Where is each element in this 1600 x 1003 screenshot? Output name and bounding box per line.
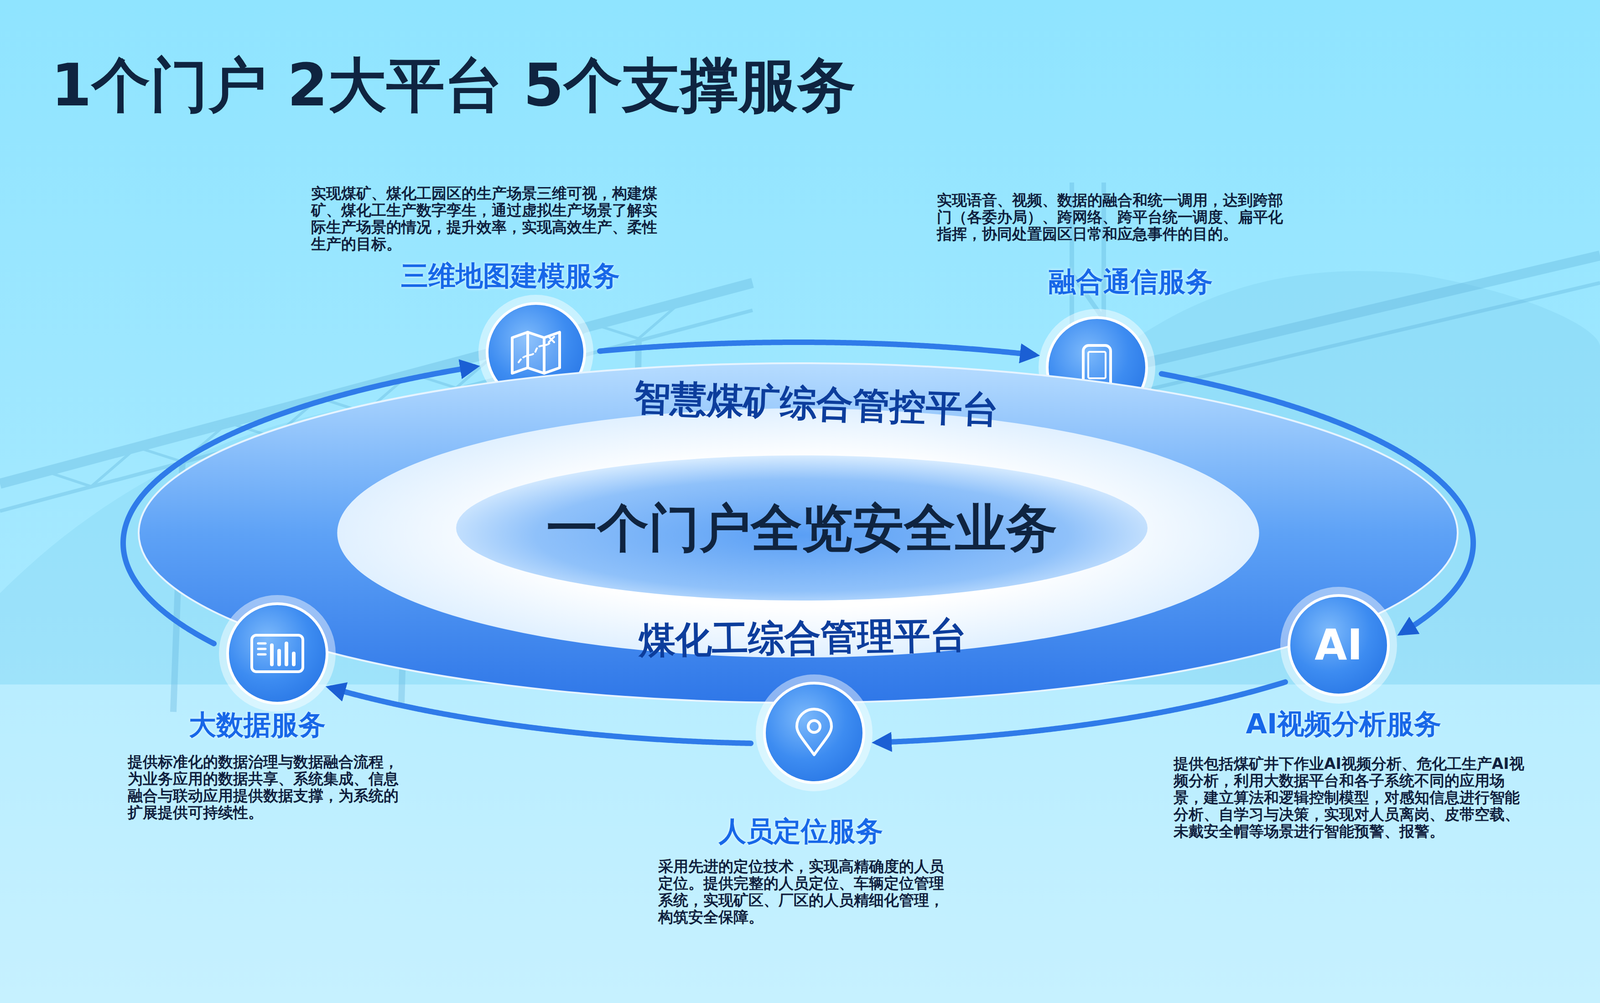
service-node: AIAI视频分析服务提供包括煤矿井下作业AI视频分析、危化工生产AI视频分析，利… [1287,593,1390,697]
outer-ellipse [138,363,1458,703]
map-fold [527,332,545,374]
chart-bars [271,643,294,665]
service-description: 采用先进的定位技术，实现高精确度的人员定位。提供完整的人员定位、车辆定位管理系统… [658,857,948,925]
service-title: 大数据服务 [188,707,326,741]
map-outline [512,332,560,374]
service-title: 三维地图建模服务 [400,259,620,292]
circle-glow [755,674,873,791]
service-description: 提供标准化的数据治理与数据融合流程，为业务应用的数据共享、系统集成、信息融合与联… [127,753,403,821]
portal-ellipse: 一个门户全览安全业务 [455,454,1149,602]
inner-ellipse [456,455,1148,601]
platform-title: 煤化工综合管理平台 [638,612,968,663]
service-title: 人员定位服务 [718,814,884,847]
chart-frame [251,634,303,672]
service-node: 大数据服务提供标准化的数据治理与数据融合流程，为业务应用的数据共享、系统集成、信… [226,602,329,705]
service-title: 融合通信服务 [1048,264,1213,298]
portal-title: 一个门户全览安全业务 [546,498,1058,558]
map-route [518,342,551,363]
service-icon [512,332,560,374]
service-title: AI视频分析服务 [1246,706,1442,740]
service-description: 实现煤矿、煤化工园区的生产场景三维可视，构建煤矿、煤化工生产数字孪生，通过虚拟生… [311,184,663,253]
circle-glow [218,594,336,712]
pin-outline [796,708,832,755]
conveyor-structure [0,182,1600,712]
service-circle [227,603,328,703]
icon-text: AI [1314,622,1363,668]
diagram-title: 1个门户 2大平台 5个支撑服务 [51,51,856,120]
service-icon [796,708,832,755]
service-node: 人员定位服务采用先进的定位技术，实现高精确度的人员定位。提供完整的人员定位、车辆… [763,681,866,784]
pin-dot [808,720,821,733]
flow-arrow [599,342,1034,355]
phone-screen [1088,351,1106,379]
service-circle [764,682,864,783]
service-description: 提供包括煤矿井下作业AI视频分析、危化工生产AI视频分析，利用大数据平台和各子系… [1173,754,1525,840]
map-mark [548,336,555,343]
service-circle [1288,595,1389,695]
service-icon [251,634,303,672]
circle-glow [1280,586,1398,704]
chart-lines [258,643,266,655]
service-node-shape [226,602,329,705]
service-description: 实现语音、视频、数据的融合和统一调用，达到跨部门（各委办局）、跨网络、跨平台统一… [936,191,1289,243]
service-node-shape [763,681,866,784]
